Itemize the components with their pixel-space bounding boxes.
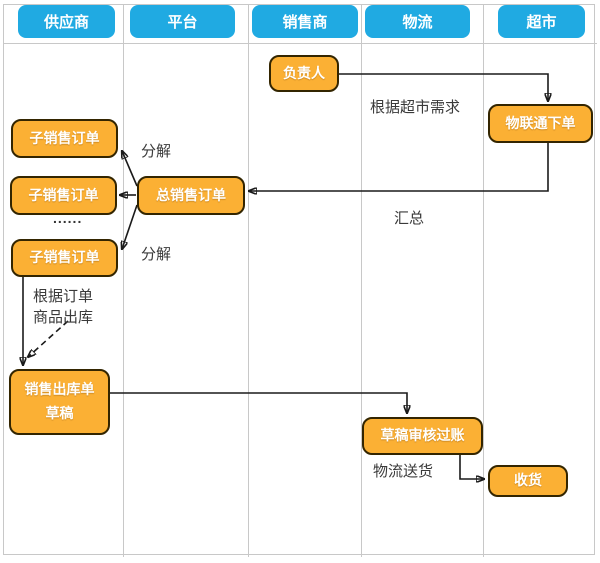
ellipsis-more-sub-orders: ...... — [53, 210, 83, 226]
node-sub-order-3: 子销售订单 — [11, 239, 118, 277]
lane-divider-1 — [123, 4, 124, 557]
lane-header-supplier: 供应商 — [18, 5, 115, 38]
lane-divider-2 — [248, 4, 249, 557]
node-receive-goods: 收货 — [488, 465, 568, 497]
node-sub-order-2: 子销售订单 — [10, 176, 117, 215]
node-outbound-draft: 销售出库单 草稿 — [9, 369, 110, 435]
node-label: 总销售订单 — [156, 186, 226, 203]
label-decompose-2: 分解 — [141, 246, 172, 263]
node-label: 草稿审核过账 — [380, 427, 465, 444]
node-label: 子销售订单 — [28, 186, 99, 203]
node-label: 子销售订单 — [29, 249, 100, 266]
node-label-line1: 销售出库单 — [24, 381, 95, 398]
header-divider — [3, 43, 597, 44]
node-label: 物联通下单 — [505, 114, 576, 131]
lane-header-supermarket: 超市 — [498, 5, 585, 38]
label-decompose-1: 分解 — [141, 143, 172, 160]
lane-header-label: 供应商 — [43, 14, 89, 31]
lane-divider-3 — [361, 4, 362, 557]
label-per-supermarket-demand: 根据超市需求 — [370, 99, 461, 116]
node-label: 收货 — [514, 472, 542, 489]
diagram-frame — [3, 4, 595, 555]
lane-header-label: 平台 — [167, 14, 198, 31]
node-label-line2: 草稿 — [45, 405, 74, 421]
node-draft-posting: 草稿审核过账 — [362, 417, 483, 455]
label-per-order-line2: 商品出库 — [33, 309, 94, 326]
lane-header-seller: 销售商 — [252, 5, 358, 38]
node-iot-order: 物联通下单 — [488, 104, 593, 143]
node-total-order: 总销售订单 — [137, 176, 245, 215]
label-logistics-delivery: 物流送货 — [373, 463, 434, 480]
lane-divider-4 — [483, 4, 484, 557]
label-summarize: 汇总 — [394, 210, 425, 227]
lane-header-label: 物流 — [402, 14, 433, 31]
label-per-order-line1: 根据订单 — [33, 288, 94, 305]
node-label: 子销售订单 — [29, 129, 100, 146]
lane-header-platform: 平台 — [130, 5, 235, 38]
lane-header-logistics: 物流 — [365, 5, 470, 38]
lane-header-label: 超市 — [526, 14, 557, 31]
node-sub-order-1: 子销售订单 — [11, 119, 118, 158]
node-label: 负责人 — [283, 64, 325, 81]
lane-header-label: 销售商 — [282, 14, 328, 31]
node-responsible: 负责人 — [269, 55, 339, 92]
